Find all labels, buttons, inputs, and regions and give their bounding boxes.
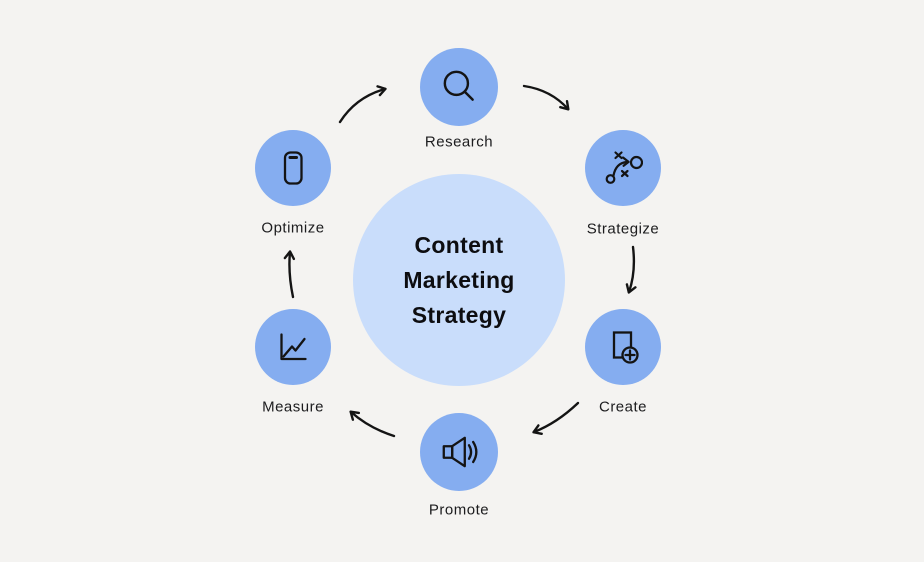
document-add-icon	[612, 331, 639, 364]
arrow-optimize-to-research	[338, 85, 387, 124]
arrow-measure-to-optimize	[283, 250, 296, 299]
arrow-create-to-promote	[532, 401, 580, 436]
smartphone-icon	[283, 151, 303, 185]
node-label-create: Create	[598, 398, 648, 416]
hub-title-line: Strategy	[411, 301, 507, 328]
node-label-measure: Measure	[262, 398, 324, 416]
arrow-strategize-to-create	[625, 245, 637, 294]
hub-title-line: Marketing	[403, 266, 515, 293]
node-circle-promote	[420, 413, 498, 491]
strategy-tactics-icon	[605, 151, 643, 184]
node-label-research: Research	[424, 133, 494, 151]
node-circle-create	[585, 309, 661, 385]
search-icon	[443, 70, 474, 101]
speaker-icon	[442, 436, 478, 468]
hub-circle: Content Marketing Strategy	[353, 174, 565, 386]
line-chart-icon	[280, 333, 307, 361]
hub-title-line: Content	[414, 231, 504, 258]
arrow-research-to-strategize	[522, 84, 570, 111]
node-label-strategize: Strategize	[586, 220, 660, 238]
node-circle-measure	[255, 309, 331, 385]
node-circle-strategize	[585, 130, 661, 206]
node-label-promote: Promote	[428, 501, 490, 519]
node-circle-optimize	[255, 130, 331, 206]
node-label-optimize: Optimize	[261, 219, 325, 237]
arrow-promote-to-measure	[349, 410, 396, 438]
node-circle-research	[420, 48, 498, 126]
